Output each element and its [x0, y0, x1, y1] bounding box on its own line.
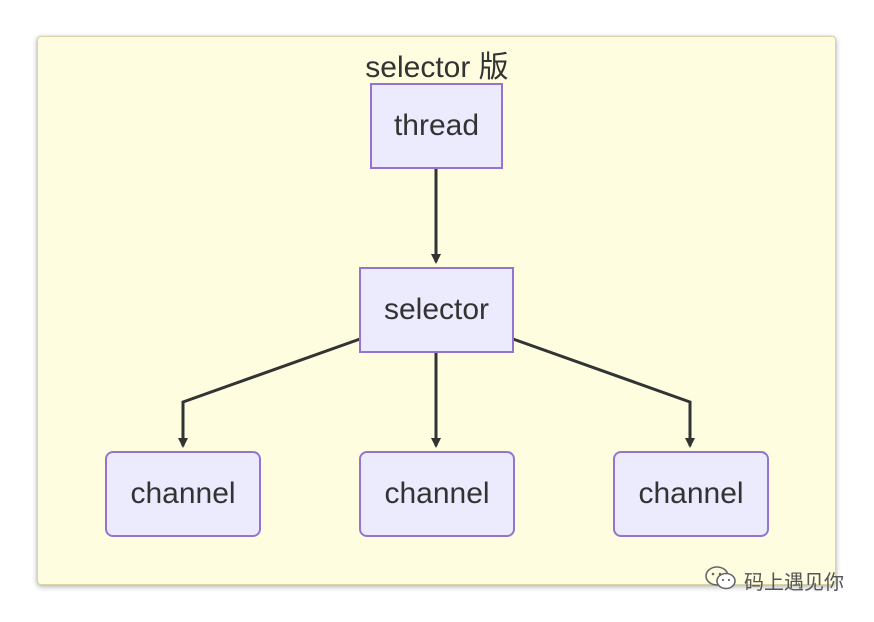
node-channel-3: channel: [613, 451, 769, 537]
watermark: 码上遇见你: [704, 565, 844, 596]
diagram-title: selector 版: [365, 51, 509, 84]
edge-selector-channel-1: [178, 337, 361, 448]
node-channel-2: channel: [359, 451, 515, 537]
wechat-icon: [704, 565, 738, 596]
edge-selector-channel-3: [512, 337, 695, 448]
node-thread: thread: [370, 83, 503, 169]
node-channel-1: channel: [105, 451, 261, 537]
node-selector: selector: [359, 267, 514, 353]
watermark-text: 码上遇见你: [744, 570, 844, 594]
